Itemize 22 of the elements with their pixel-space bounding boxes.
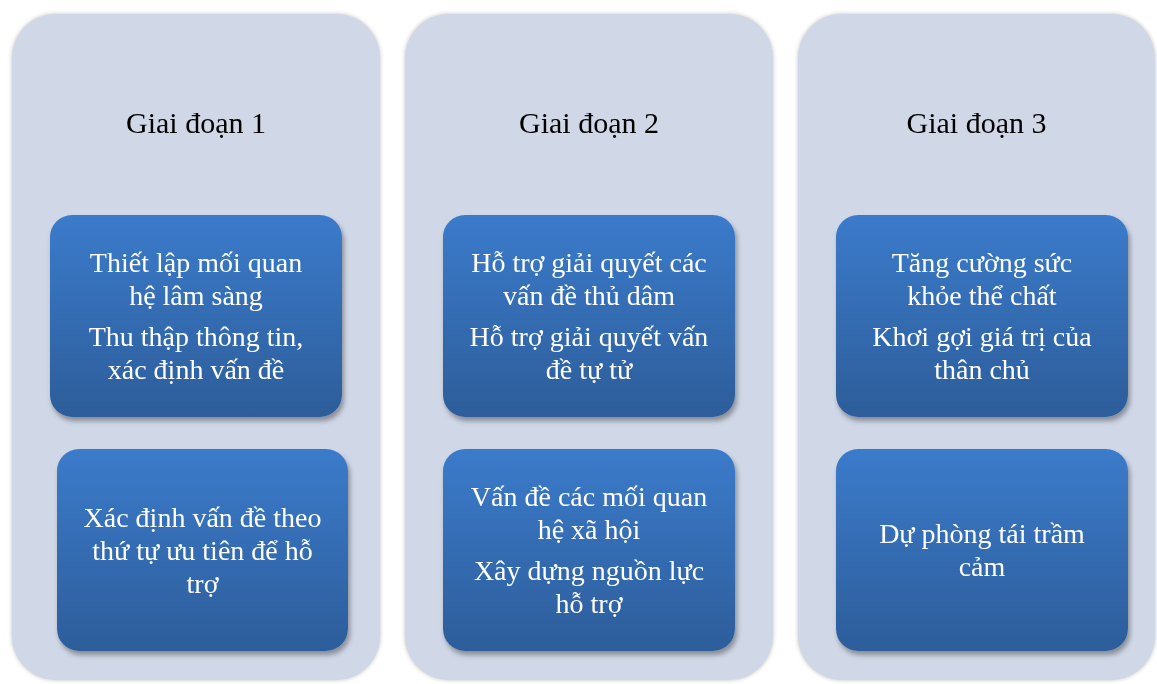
step-box: [443, 449, 735, 651]
step-text: Hỗ trợ giải quyết các vấn đề thủ dâm: [470, 246, 708, 312]
step-text: Xây dựng nguồn lực hỗ trợ: [472, 554, 706, 620]
step-text: Hỗ trợ giải quyết vấn đề tự tử: [469, 320, 709, 386]
step-box: [57, 449, 348, 651]
stage-panel: [12, 14, 380, 680]
step-box: [443, 215, 735, 417]
stage-panel: [798, 14, 1155, 680]
stage-title: Giai đoạn 2: [518, 106, 660, 140]
step-text: Xác định vấn đề theo thứ tự ưu tiên để hỗ trợ: [83, 500, 322, 600]
step-text: Tăng cường sức khỏe thể chất: [890, 246, 1074, 312]
step-text: Vấn đề các mối quan hệ xã hội: [469, 480, 709, 546]
stage-title: Giai đoạn 3: [905, 106, 1048, 140]
stage-panel: [405, 14, 773, 680]
step-text: Dự phòng tái trầm cảm: [878, 517, 1086, 583]
step-box: [836, 215, 1128, 417]
step-text: Thiết lập mối quan hệ lâm sàng: [88, 246, 304, 312]
step-box: [836, 449, 1128, 651]
stage-title: Giai đoạn 1: [125, 106, 267, 140]
step-text: Thu thập thông tin, xác định vấn đề: [87, 320, 305, 386]
step-text: Khơi gợi giá trị của thân chủ: [871, 320, 1093, 386]
step-box: [50, 215, 342, 417]
